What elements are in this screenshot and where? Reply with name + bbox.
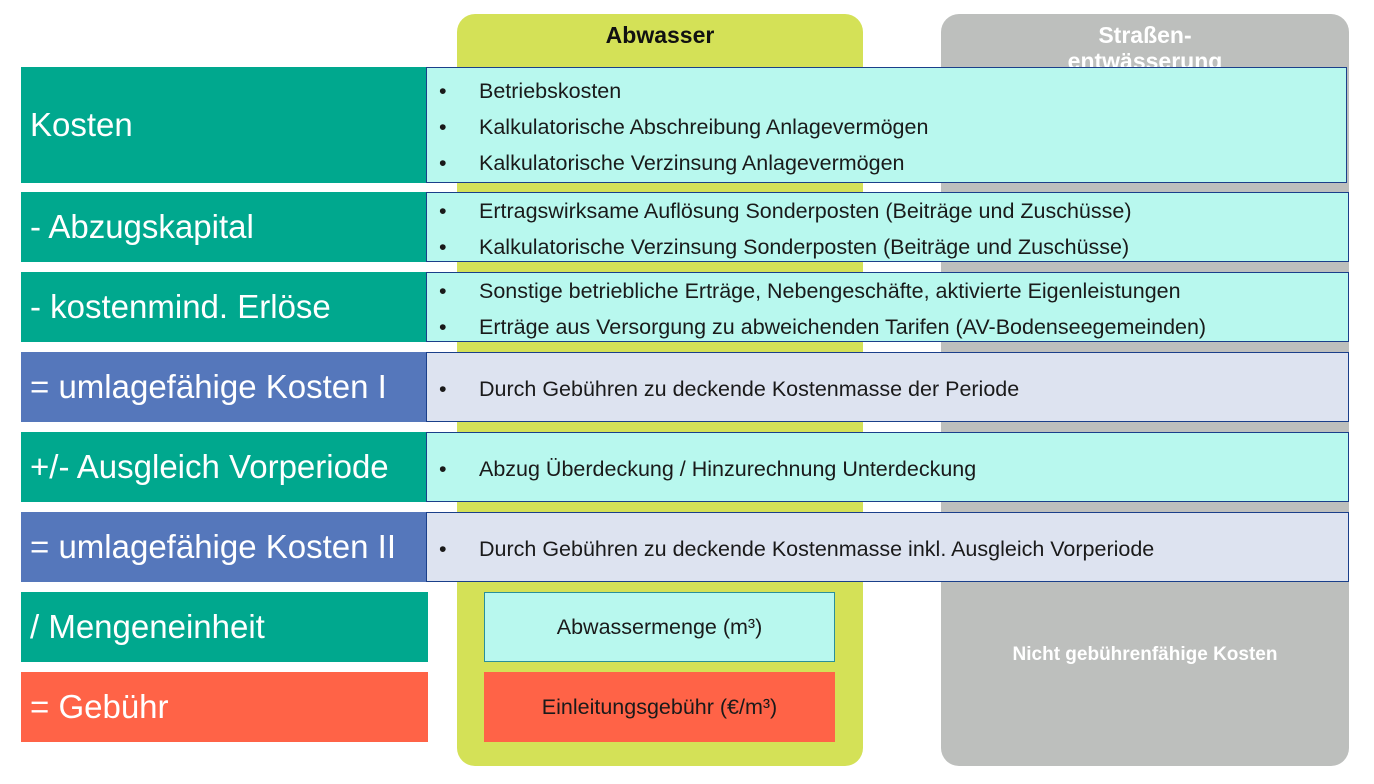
bullet: • xyxy=(439,199,447,223)
list-item: • Kalkulatorische Verzinsung Sonderposten… xyxy=(427,229,1348,265)
item-text: Kalkulatorische Verzinsung Sonderposten … xyxy=(479,235,1130,259)
abwasser-column-title: Abwasser xyxy=(605,22,715,48)
abwassermenge-box: Abwassermenge (m³) xyxy=(484,592,835,662)
einleitungsgebuehr-box: Einleitungsgebühr (€/m³) xyxy=(484,672,835,742)
list-item: • Durch Gebühren zu deckende Kostenmasse … xyxy=(427,531,1348,567)
bullet: • xyxy=(439,377,447,401)
row-desc-erloese: • Sonstige betriebliche Erträge, Nebenges… xyxy=(426,272,1349,342)
list-item: • Kalkulatorische Abschreibung Anlageverm… xyxy=(427,109,1346,145)
list-item: • Durch Gebühren zu deckende Kostenmasse … xyxy=(427,371,1348,407)
bullet: • xyxy=(439,315,447,339)
row-desc-abzugskapital: • Ertragswirksame Auflösung Sonderposten … xyxy=(426,192,1349,262)
row-label-gebuehr: = Gebühr xyxy=(21,672,428,742)
row-label-erloese: - kostenmind. Erlöse xyxy=(21,272,428,342)
item-text: Erträge aus Versorgung zu abweichenden T… xyxy=(479,315,1207,339)
bullet: • xyxy=(439,79,447,103)
row-desc-umlagefaehige-kosten-2: • Durch Gebühren zu deckende Kostenmasse … xyxy=(426,512,1349,582)
strassen-title-line: Straßen- xyxy=(1098,22,1192,48)
list-item: • Kalkulatorische Verzinsung Anlagevermög… xyxy=(427,145,1346,181)
bullet: • xyxy=(439,235,447,259)
item-text: Kalkulatorische Abschreibung Anlagevermö… xyxy=(479,115,929,139)
row-label-umlagefaehige-kosten-2: = umlagefähige Kosten II xyxy=(21,512,428,582)
list-item: • Ertragswirksame Auflösung Sonderposten … xyxy=(427,193,1348,229)
bullet: • xyxy=(439,457,447,481)
item-text: Kalkulatorische Verzinsung Anlagevermöge… xyxy=(479,151,905,175)
strassen-column-note: Nicht gebührenfähige Kosten xyxy=(1012,644,1278,665)
item-text: Ertragswirksame Auflösung Sonderposten (… xyxy=(479,199,1132,223)
item-text: Abzug Überdeckung / Hinzurechnung Unterd… xyxy=(479,457,977,481)
row-label-ausgleich-vorperiode: +/- Ausgleich Vorperiode xyxy=(21,432,428,502)
item-text: Sonstige betriebliche Erträge, Nebengesc… xyxy=(479,279,1181,303)
row-label-abzugskapital: - Abzugskapital xyxy=(21,192,428,262)
bullet: • xyxy=(439,537,447,561)
list-item: • Betriebskosten xyxy=(427,73,1346,109)
row-desc-ausgleich-vorperiode: • Abzug Überdeckung / Hinzurechnung Unter… xyxy=(426,432,1349,502)
bullet: • xyxy=(439,151,447,175)
row-desc-kosten: • Betriebskosten • Kalkulatorische Abschre… xyxy=(426,67,1347,183)
list-item: • Erträge aus Versorgung zu abweichenden … xyxy=(427,309,1348,345)
row-label-kosten: Kosten xyxy=(21,67,428,183)
item-text: Betriebskosten xyxy=(479,79,622,103)
list-item: • Abzug Überdeckung / Hinzurechnung Unter… xyxy=(427,451,1348,487)
item-text: Durch Gebühren zu deckende Kostenmasse d… xyxy=(479,377,1020,401)
list-item: • Sonstige betriebliche Erträge, Nebenges… xyxy=(427,273,1348,309)
row-desc-umlagefaehige-kosten-1: • Durch Gebühren zu deckende Kostenmasse … xyxy=(426,352,1349,422)
bullet: • xyxy=(439,279,447,303)
row-label-umlagefaehige-kosten-1: = umlagefähige Kosten I xyxy=(21,352,428,422)
item-text: Durch Gebühren zu deckende Kostenmasse i… xyxy=(479,537,1155,561)
bullet: • xyxy=(439,115,447,139)
row-label-mengeneinheit: / Mengeneinheit xyxy=(21,592,428,662)
